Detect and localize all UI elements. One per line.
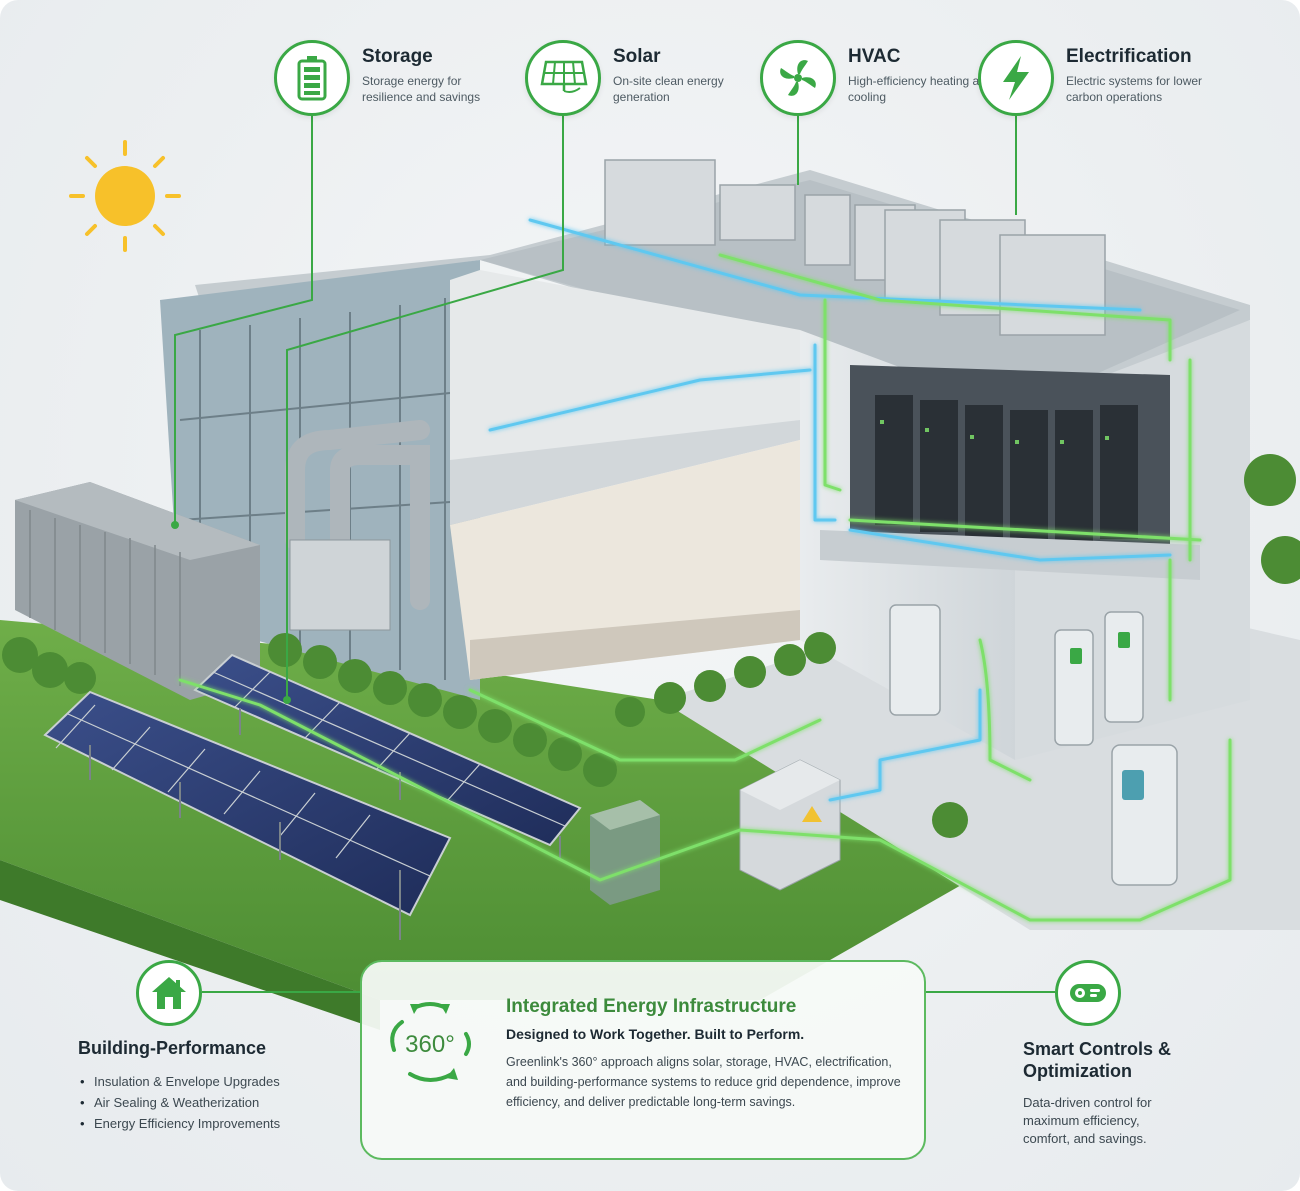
solar-callout: Solar On-site clean energy generation bbox=[525, 40, 763, 116]
building-performance-list: Insulation & Envelope Upgrades Air Seali… bbox=[78, 1071, 348, 1134]
hvac-icon-ring bbox=[760, 40, 836, 116]
duct-work bbox=[285, 420, 430, 610]
air-handling-unit bbox=[289, 539, 391, 631]
list-item: Insulation & Envelope Upgrades bbox=[78, 1071, 348, 1092]
rooftop-hvac-units bbox=[604, 159, 1106, 336]
solar-title: Solar bbox=[613, 46, 661, 67]
smart-controls-desc: Data-driven control for maximum efficien… bbox=[1023, 1095, 1152, 1146]
lightning-bolt-icon bbox=[1003, 56, 1029, 100]
sun-illustration bbox=[69, 140, 181, 252]
smart-meter-box bbox=[590, 800, 660, 905]
building-performance-title: Building-Performance bbox=[78, 1038, 267, 1058]
callout-connectors bbox=[174, 115, 1055, 993]
integrated-energy-subtitle: Designed to Work Together. Built to Perf… bbox=[506, 1026, 805, 1042]
battery-storage-container bbox=[15, 482, 260, 700]
list-item: Air Sealing & Weatherization bbox=[78, 1092, 348, 1113]
solar-array-front bbox=[43, 690, 452, 940]
integrated-energy-title: Integrated Energy Infrastructure bbox=[506, 996, 797, 1017]
smart-controls-title: Smart Controls & Optimization bbox=[1023, 1039, 1172, 1081]
ev-chargers bbox=[889, 604, 1178, 886]
storage-icon-ring bbox=[274, 40, 350, 116]
smart-controls-section: Smart Controls & Optimization Data-drive… bbox=[1023, 1038, 1243, 1148]
electrical-cabinet bbox=[739, 759, 841, 891]
electrification-icon-ring bbox=[978, 40, 1054, 116]
smart-controls-icon-ring bbox=[1055, 960, 1121, 1026]
battery-icon bbox=[297, 56, 327, 101]
energy-flow-lines bbox=[178, 218, 1232, 922]
integrated-energy-body: Greenlink's 360° approach aligns solar, … bbox=[506, 1055, 901, 1109]
house-icon bbox=[152, 977, 186, 1009]
integrated-energy-card: 360° Integrated Energy Infrastructure De… bbox=[360, 960, 926, 1160]
hvac-callout: HVAC High-efficiency heating and cooling bbox=[760, 40, 998, 116]
hedges bbox=[2, 454, 1300, 838]
electrification-title: Electrification bbox=[1066, 46, 1192, 67]
storage-desc: Storage energy for resilience and saving… bbox=[362, 74, 481, 104]
building-performance-section: Building-Performance Insulation & Envelo… bbox=[78, 1038, 348, 1134]
electrification-callout: Electrification Electric systems for low… bbox=[978, 40, 1216, 116]
storage-callout: Storage Storage energy for resilience an… bbox=[274, 40, 512, 116]
fan-icon bbox=[780, 60, 816, 96]
360-cycle-icon: 360° bbox=[390, 1002, 471, 1082]
list-item: Energy Efficiency Improvements bbox=[78, 1113, 348, 1134]
building-performance-icon-ring bbox=[136, 960, 202, 1026]
electrification-desc: Electric systems for lower carbon operat… bbox=[1066, 74, 1203, 104]
storage-title: Storage bbox=[362, 46, 433, 67]
solar-desc: On-site clean energy generation bbox=[613, 74, 724, 104]
badge-360-label: 360° bbox=[405, 1031, 455, 1058]
solar-panel-icon bbox=[540, 60, 588, 93]
hvac-title: HVAC bbox=[848, 46, 901, 67]
hvac-desc: High-efficiency heating and cooling bbox=[848, 74, 993, 104]
solar-icon-ring bbox=[525, 40, 601, 116]
smart-control-icon bbox=[1070, 984, 1106, 1002]
